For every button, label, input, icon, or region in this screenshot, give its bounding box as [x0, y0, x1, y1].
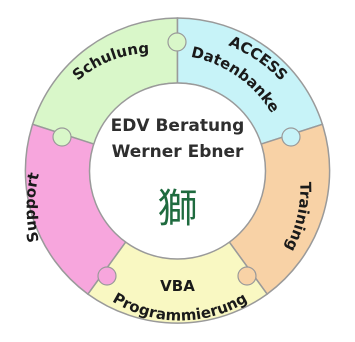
puzzle-knob [237, 266, 257, 286]
puzzle-knob [52, 127, 72, 147]
lion-glyph-logo: 獅 [158, 186, 198, 232]
label-support: Support [21, 171, 43, 244]
company-line-1: EDV Beratung [111, 116, 245, 136]
company-line-2: Werner Ebner [112, 142, 244, 162]
puzzle-knob [281, 127, 301, 147]
center-disc [88, 82, 267, 260]
puzzle-knob [167, 32, 187, 52]
puzzle-knob [97, 266, 117, 286]
label-vba: VBA [160, 277, 195, 295]
